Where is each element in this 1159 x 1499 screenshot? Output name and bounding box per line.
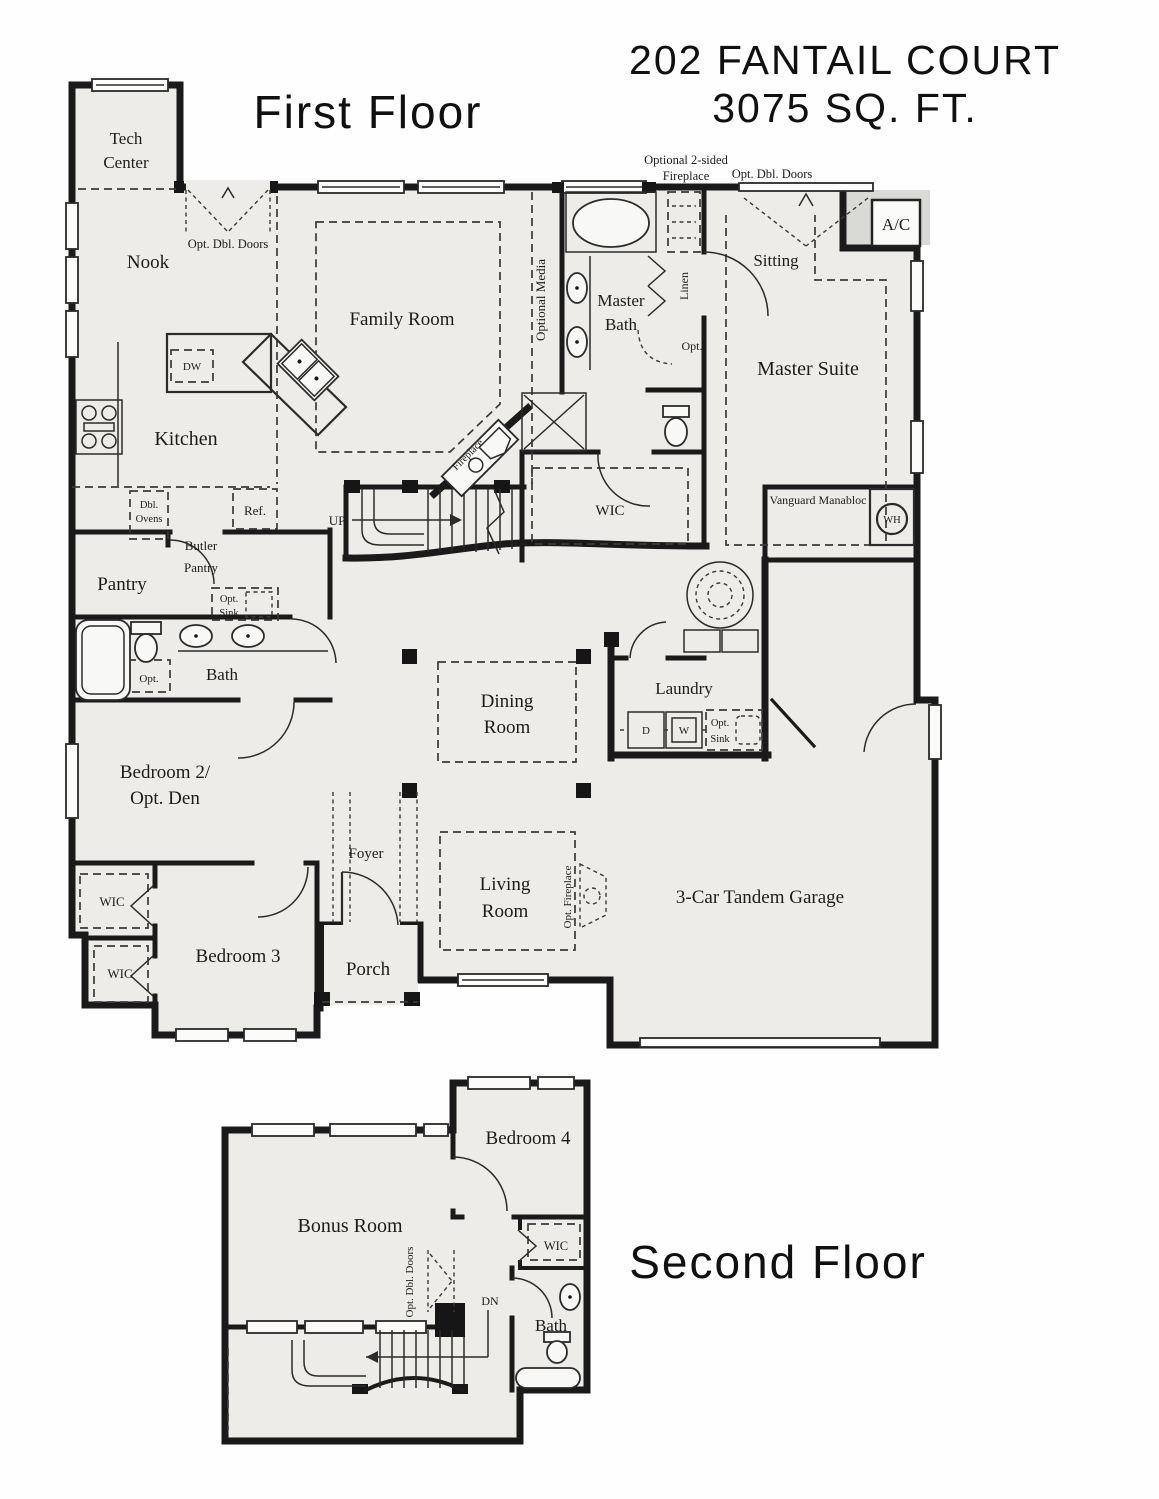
ann-opt-bath: Opt.: [139, 673, 159, 685]
room-label-wic-2f: WIC: [544, 1239, 568, 1253]
room-label-master-bath-1: Master: [597, 291, 645, 310]
room-label-bedroom2-2: Opt. Den: [130, 788, 200, 809]
ann-dn: DN: [481, 1294, 499, 1308]
staircase-first-floor: [352, 488, 513, 555]
ann-wh: WH: [883, 515, 901, 526]
room-label-butler-pantry-1: Butler: [185, 538, 218, 553]
first-floor-plan: First Floor Tech Center Nook Opt. Dbl. D…: [65, 78, 942, 1049]
second-floor-windows: [246, 1076, 575, 1334]
header-sqft: 3075 SQ. FT.: [712, 85, 978, 131]
room-label-master-bath-2: Bath: [605, 315, 638, 334]
second-floor-dashed: [227, 1223, 581, 1430]
header-address: 202 FANTAIL COURT: [629, 37, 1061, 83]
ann-dbl-ovens-2: Ovens: [136, 514, 163, 525]
room-label-wic-bedroom3: WIC: [107, 966, 132, 981]
ann-optional-media: Optional Media: [533, 259, 548, 341]
room-label-bonus-room: Bonus Room: [297, 1215, 402, 1237]
ann-opt-dbl-doors-sitting: Opt. Dbl. Doors: [732, 167, 813, 181]
room-label-tech-center-2: Center: [103, 153, 149, 172]
room-label-wic-master: WIC: [595, 503, 624, 519]
second-floor-plan: Second Floor Bonus Room Bedroom 4 WIC Op…: [221, 1076, 927, 1445]
room-label-dining-1: Dining: [481, 691, 534, 712]
ann-linen: Linen: [677, 272, 691, 300]
room-label-family-room: Family Room: [349, 309, 454, 330]
room-label-bedroom2-1: Bedroom 2/: [120, 762, 211, 783]
room-label-living-1: Living: [480, 874, 531, 895]
ann-ref: Ref.: [244, 503, 266, 518]
doors: [129, 251, 917, 997]
room-label-foyer: Foyer: [349, 846, 384, 862]
second-floor-fixtures: [515, 1283, 581, 1389]
ann-opt-fireplace: Opt. Fireplace: [562, 865, 574, 928]
plan-header: 202 FANTAIL COURT 3075 SQ. FT.: [629, 37, 1061, 131]
ann-opt-sink-butler-1: Opt.: [220, 594, 238, 605]
ann-dw: DW: [183, 361, 202, 373]
second-floor-title: Second Floor: [629, 1236, 927, 1288]
ann-opt-sink-laundry-1: Opt.: [711, 718, 729, 729]
room-label-bedroom4: Bedroom 4: [486, 1128, 571, 1149]
room-label-porch: Porch: [346, 959, 391, 980]
room-label-nook: Nook: [127, 252, 170, 273]
room-label-bath-2f: Bath: [535, 1316, 568, 1335]
room-label-laundry: Laundry: [655, 679, 713, 698]
ann-washer: W: [679, 725, 690, 737]
room-label-master-suite: Master Suite: [757, 358, 859, 380]
ann-opt-dbl-doors-2f: Opt. Dbl. Doors: [404, 1247, 416, 1318]
ann-opt-master: Opt.: [682, 339, 703, 353]
room-label-bath: Bath: [206, 665, 239, 684]
ann-ac: A/C: [882, 215, 910, 234]
ann-up: UP: [329, 513, 346, 528]
ann-opt-2sided-fireplace-1: Optional 2-sided: [644, 153, 728, 167]
room-label-living-2: Room: [482, 901, 529, 922]
ann-opt-2sided-fireplace-2: Fireplace: [663, 169, 710, 183]
first-floor-title: First Floor: [254, 86, 483, 138]
ann-opt-sink-butler-2: Sink: [219, 608, 239, 619]
room-label-dining-2: Room: [484, 717, 531, 738]
room-label-bedroom3: Bedroom 3: [196, 946, 281, 967]
room-label-sitting: Sitting: [753, 251, 799, 270]
room-label-tech-center-1: Tech: [110, 129, 143, 148]
staircase-second-floor: [291, 1310, 489, 1388]
fixtures: [75, 191, 922, 1048]
porch-floor: [322, 925, 418, 1005]
room-label-wic-bedroom2: WIC: [99, 894, 124, 909]
room-label-kitchen: Kitchen: [154, 428, 217, 450]
ann-vanguard: Vanguard Manabloc: [770, 493, 867, 507]
room-label-pantry: Pantry: [97, 574, 147, 595]
room-label-garage: 3-Car Tandem Garage: [676, 887, 844, 908]
room-label-butler-pantry-2: Pantry: [184, 560, 218, 575]
ann-dbl-ovens-1: Dbl.: [140, 500, 158, 511]
second-floor-outline: [221, 1079, 591, 1445]
ann-dryer: D: [642, 725, 650, 737]
ann-opt-sink-laundry-2: Sink: [710, 734, 730, 745]
ann-opt-dbl-doors-nook: Opt. Dbl. Doors: [188, 237, 269, 251]
windows: [65, 78, 942, 1042]
second-floor-doors: [452, 1156, 553, 1319]
